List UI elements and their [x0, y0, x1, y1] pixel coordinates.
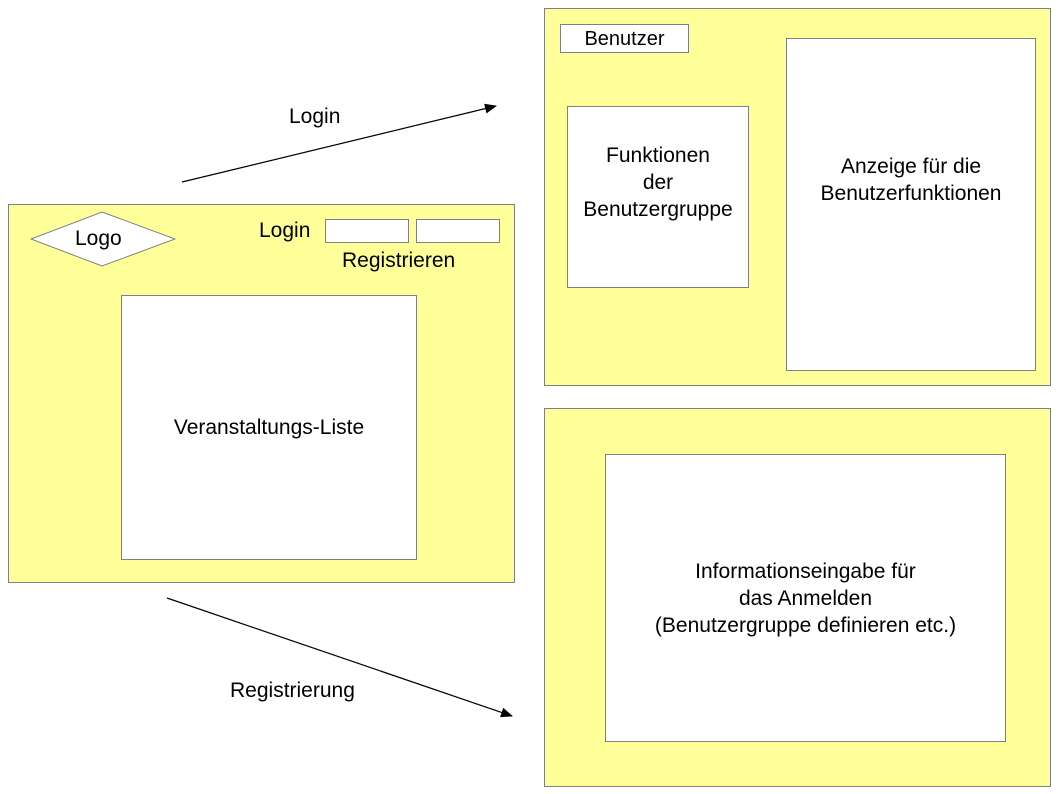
user-label-box: Benutzer: [560, 24, 689, 53]
logo-text: Logo: [75, 227, 122, 250]
group-functions-box: Funktionen der Benutzergruppe: [567, 106, 749, 288]
logo-diamond[interactable]: [30, 211, 176, 267]
registration-arrow: [166, 597, 513, 718]
function-display-box: Anzeige für die Benutzerfunktionen: [786, 38, 1036, 371]
login-label: Login: [259, 219, 311, 242]
event-list-box: Veranstaltungs-Liste: [121, 295, 417, 560]
login-arrow-label: Login: [289, 105, 341, 128]
registration-input-box: Informationseingabe für das Anmelden (Be…: [605, 454, 1006, 742]
username-field[interactable]: [325, 219, 409, 243]
login-arrow: [181, 103, 497, 183]
registration-arrow-label: Registrierung: [230, 679, 355, 702]
register-link[interactable]: Registrieren: [342, 249, 456, 272]
password-field[interactable]: [416, 219, 500, 243]
